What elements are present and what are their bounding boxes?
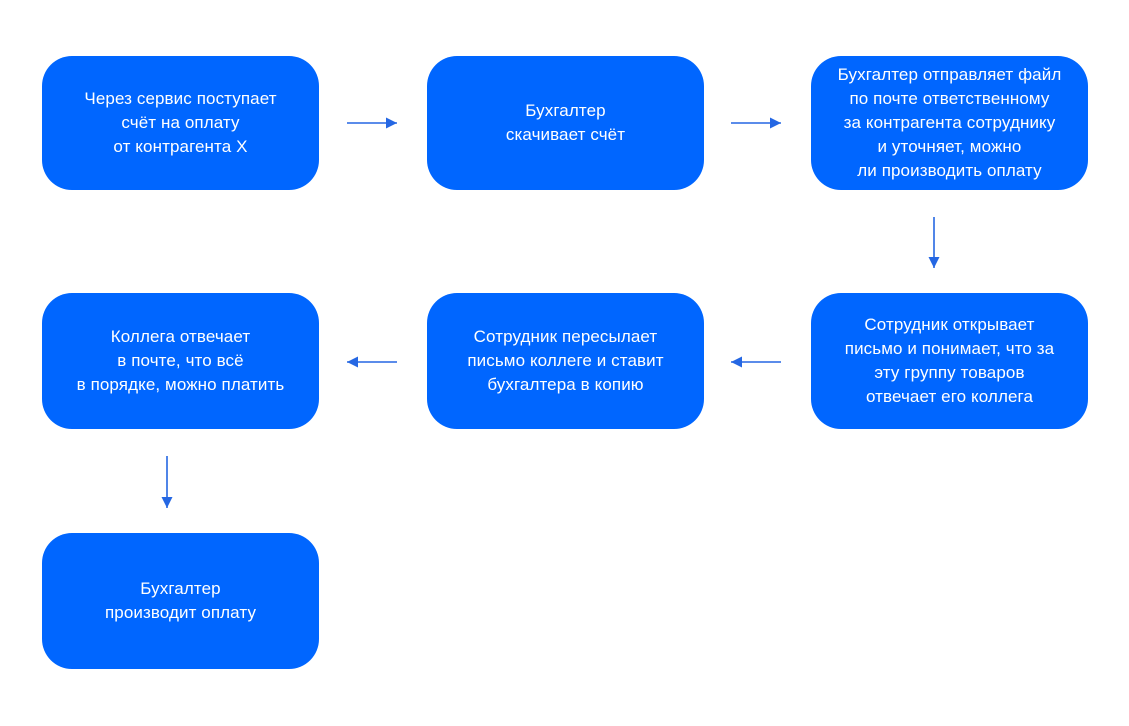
flow-step-employee-forwards: Сотрудник пересылает письмо коллеге и ст…: [427, 293, 704, 429]
flow-step-accountant-sends-file: Бухгалтер отправляет файл по почте ответ…: [811, 56, 1088, 190]
flow-step-employee-opens-letter: Сотрудник открывает письмо и понимает, ч…: [811, 293, 1088, 429]
flow-step-accountant-downloads: Бухгалтер скачивает счёт: [427, 56, 704, 190]
flow-step-accountant-pays: Бухгалтер производит оплату: [42, 533, 319, 669]
flow-step-invoice-received: Через сервис поступает счёт на оплату от…: [42, 56, 319, 190]
flow-step-colleague-replies: Коллега отвечает в почте, что всё в поря…: [42, 293, 319, 429]
